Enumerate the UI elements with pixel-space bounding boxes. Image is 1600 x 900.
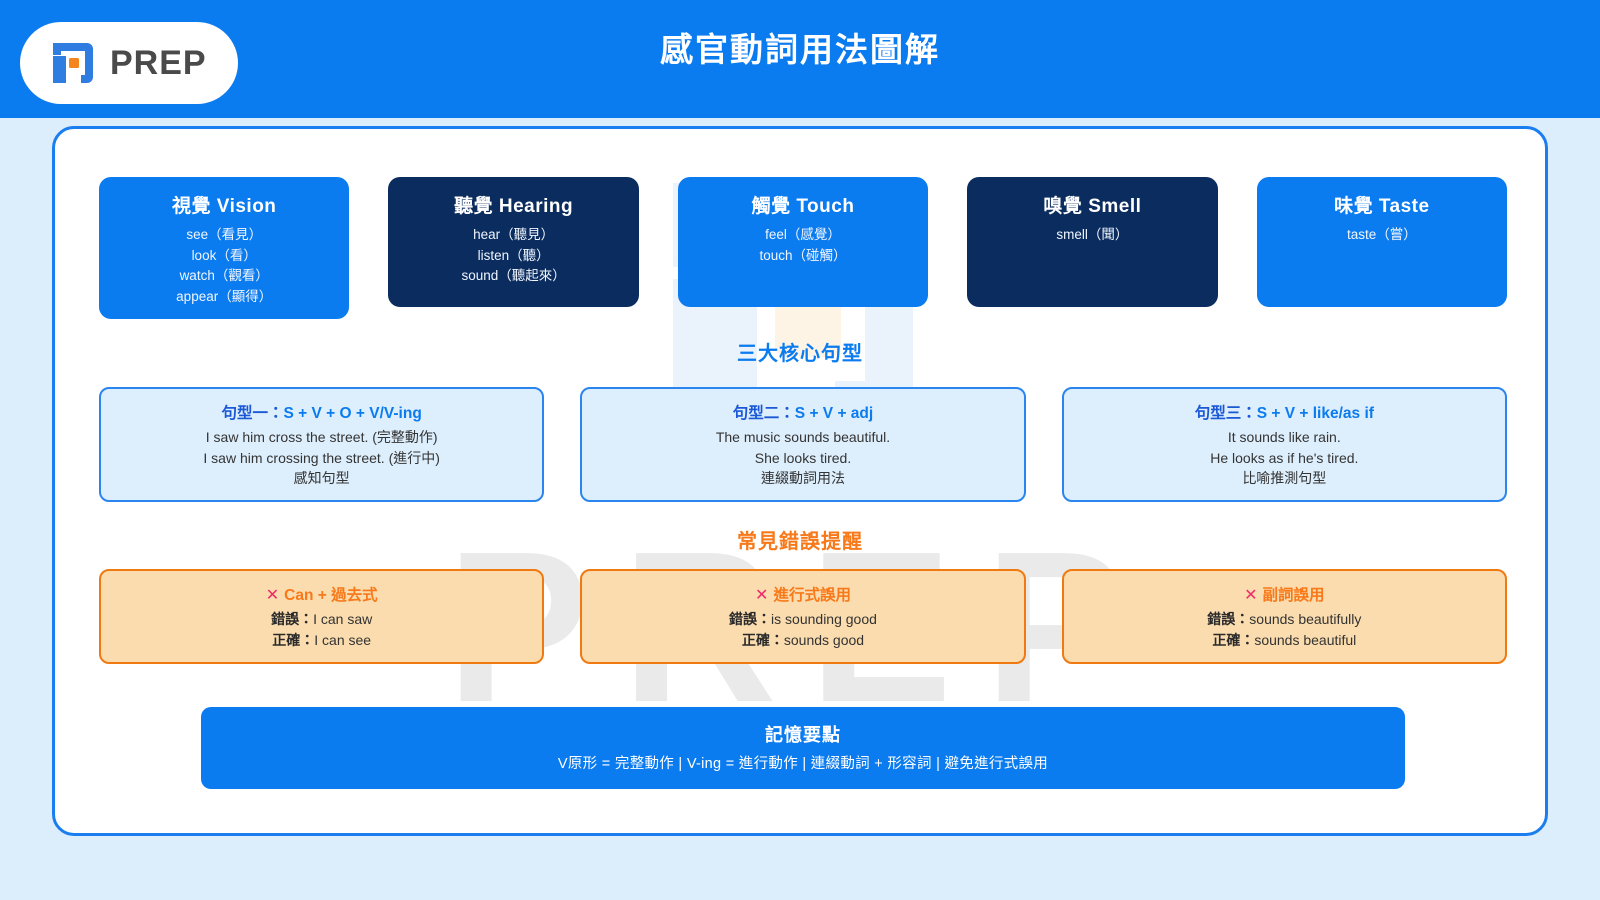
pattern-tag: 比喻推測句型 [1242, 470, 1327, 487]
cross-mark-icon: ✕ [1244, 587, 1258, 604]
sense-card-touch[interactable]: 觸覺 Touch feel（感覺） touch（碰觸） [677, 177, 929, 307]
prep-bracket-logo-icon [53, 43, 93, 83]
pattern-label: 句型一： [221, 405, 284, 422]
sense-verb: feel（感覺） [765, 227, 841, 242]
pattern-label: 句型三： [1194, 405, 1257, 422]
sense-verb-list: feel（感覺） touch（碰觸） [686, 225, 920, 266]
sense-title: 嗅覺 Smell [1043, 196, 1142, 217]
infographic-card: PREP 視覺 Vision see（看見） look（看） watch（觀看）… [52, 126, 1548, 836]
sense-verb-list: taste（嘗） [1265, 225, 1499, 246]
cross-mark-icon: ✕ [755, 587, 769, 604]
sense-cards-row: 視覺 Vision see（看見） look（看） watch（觀看） appe… [99, 177, 1508, 320]
page-title: 感官動詞用法圖解 [660, 31, 940, 68]
pattern-formula: S + V + like/as if [1256, 405, 1374, 422]
sense-title: 觸覺 Touch [751, 196, 855, 217]
error-title: ✕Can + 過去式 [111, 583, 532, 605]
error-right-label: 正確： [272, 632, 315, 648]
sense-verb-list: see（看見） look（看） watch（觀看） appear（顯得） [107, 225, 341, 307]
pattern-example: I saw him cross the street. (完整動作) [205, 429, 438, 445]
error-wrong-label: 錯誤： [729, 611, 772, 627]
error-right-label: 正確： [1212, 632, 1255, 648]
error-wrong-label: 錯誤： [1207, 611, 1250, 627]
sense-card-smell[interactable]: 嗅覺 Smell smell（聞） [967, 177, 1218, 307]
pattern-box-1[interactable]: 句型一：S + V + O + V/V-ing I saw him cross … [99, 387, 545, 503]
error-wrong-text: I can saw [313, 611, 373, 627]
sense-verb: look（看） [191, 247, 257, 263]
error-wrong-label: 錯誤： [271, 611, 314, 627]
sense-card-vision[interactable]: 視覺 Vision see（看見） look（看） watch（觀看） appe… [99, 177, 350, 320]
sense-verb: sound（聽起來） [461, 268, 566, 284]
error-right-line: 正確：sounds good [592, 630, 1013, 651]
pattern-box-2[interactable]: 句型二：S + V + adj The music sounds beautif… [580, 387, 1026, 503]
cross-mark-icon: ✕ [265, 587, 280, 604]
error-title: ✕副詞誤用 [1074, 583, 1495, 605]
pattern-example: I saw him crossing the street. (進行中) [203, 449, 440, 466]
pattern-boxes-row: 句型一：S + V + O + V/V-ing I saw him cross … [99, 387, 1507, 503]
sense-verb: hear（聽見） [473, 227, 555, 242]
pattern-tag: 連綴動詞用法 [760, 470, 845, 487]
error-wrong-line: 錯誤：is sounding good [592, 609, 1013, 630]
error-title-text: Can + 過去式 [284, 587, 378, 604]
sense-card-hearing[interactable]: 聽覺 Hearing hear（聽見） listen（聽） sound（聽起來） [388, 177, 639, 307]
error-right-text: sounds good [783, 632, 865, 648]
brand-wordmark: PREP [110, 44, 207, 82]
section-heading-errors: 常見錯誤提醒 [737, 531, 863, 553]
error-boxes-row: ✕Can + 過去式 錯誤：I can saw 正確：I can see ✕進行… [99, 569, 1507, 664]
error-box-3[interactable]: ✕副詞誤用 錯誤：sounds beautifully 正確：sounds be… [1061, 569, 1507, 664]
pattern-title: 句型三：S + V + like/as if [1074, 401, 1495, 423]
sense-title: 視覺 Vision [171, 196, 277, 217]
memory-subtitle: V原形 = 完整動作 | V-ing = 進行動作 | 連綴動詞 + 形容詞 |… [557, 756, 1049, 772]
top-banner [0, 0, 1600, 118]
memory-title: 記憶要點 [765, 725, 841, 745]
sense-verb: appear（顯得） [176, 288, 273, 304]
error-wrong-line: 錯誤：sounds beautifully [1074, 609, 1495, 630]
pattern-label: 句型二： [732, 405, 795, 422]
pattern-example: It sounds like rain. [1227, 429, 1341, 445]
sense-title: 味覺 Taste [1334, 196, 1430, 217]
error-right-line: 正確：I can see [111, 630, 532, 651]
error-box-2[interactable]: ✕進行式誤用 錯誤：is sounding good 正確：sounds goo… [580, 569, 1026, 664]
pattern-example: He looks as if he's tired. [1210, 449, 1359, 466]
error-right-text: I can see [314, 632, 372, 648]
pattern-example: She looks tired. [754, 449, 852, 466]
sense-card-taste[interactable]: 味覺 Taste taste（嘗） [1256, 177, 1508, 307]
sense-verb: taste（嘗） [1346, 227, 1417, 242]
pattern-formula: S + V + adj [794, 405, 874, 422]
pattern-formula: S + V + O + V/V-ing [283, 405, 422, 422]
error-right-text: sounds beautiful [1254, 632, 1357, 648]
memory-points-bar: 記憶要點 V原形 = 完整動作 | V-ing = 進行動作 | 連綴動詞 + … [201, 707, 1405, 789]
sense-verb: smell（聞） [1056, 227, 1129, 242]
error-wrong-text: is sounding good [771, 611, 877, 627]
error-box-1[interactable]: ✕Can + 過去式 錯誤：I can saw 正確：I can see [99, 569, 545, 664]
sense-verb: touch（碰觸） [759, 247, 847, 263]
pattern-tag: 感知句型 [293, 470, 350, 487]
brand-logo[interactable]: PREP [20, 22, 238, 104]
sense-title: 聽覺 Hearing [454, 196, 574, 217]
pattern-title: 句型一：S + V + O + V/V-ing [111, 401, 532, 423]
sense-verb-list: smell（聞） [975, 225, 1209, 246]
sense-verb: watch（觀看） [179, 268, 269, 284]
sense-verb-list: hear（聽見） listen（聽） sound（聽起來） [396, 225, 630, 287]
sense-verb: listen（聽） [477, 247, 550, 263]
pattern-title: 句型二：S + V + adj [592, 401, 1013, 423]
sense-verb: see（看見） [186, 227, 263, 242]
error-right-line: 正確：sounds beautiful [1074, 630, 1495, 651]
section-heading-patterns: 三大核心句型 [737, 343, 863, 365]
pattern-box-3[interactable]: 句型三：S + V + like/as if It sounds like ra… [1061, 387, 1507, 503]
error-title-text: 副詞誤用 [1262, 587, 1325, 604]
error-right-label: 正確： [741, 632, 784, 648]
error-wrong-text: sounds beautifully [1249, 611, 1362, 627]
error-wrong-line: 錯誤：I can saw [111, 609, 532, 630]
pattern-example: The music sounds beautiful. [715, 429, 891, 445]
error-title-text: 進行式誤用 [773, 587, 851, 604]
error-title: ✕進行式誤用 [592, 583, 1013, 605]
